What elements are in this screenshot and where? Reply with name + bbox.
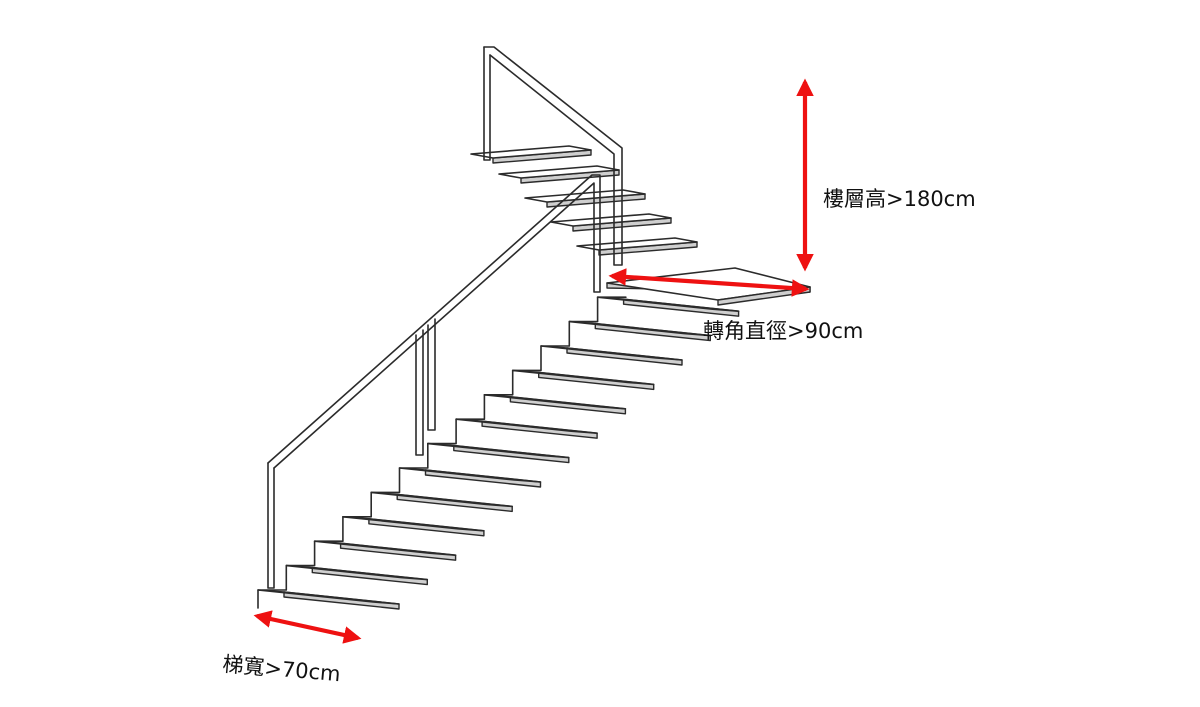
stair-tread: [511, 369, 655, 386]
stair-tread: [540, 345, 683, 361]
landing-diameter-label: 轉角直徑>90cm: [703, 319, 863, 343]
stair-tread: [596, 296, 740, 313]
landing-diameter-arrow: [608, 268, 810, 297]
stair-width-label: 梯寬>70cm: [222, 652, 342, 686]
stair-tread: [524, 189, 646, 203]
lower-flight: [257, 296, 740, 610]
stair-tread: [498, 165, 620, 179]
stair-tread: [313, 540, 457, 557]
stair-tread: [285, 564, 429, 581]
dimension-arrows: [253, 78, 814, 644]
stair-tread: [470, 145, 592, 159]
upper-flight: [470, 145, 698, 256]
stair-tread: [483, 393, 627, 410]
floor-height-label: 樓層高>180cm: [823, 187, 976, 211]
upper-handrail: [483, 46, 623, 266]
stair-stringer: [257, 296, 627, 609]
stair-tread: [398, 467, 542, 483]
stair-tread: [455, 418, 598, 435]
stair-width-arrow: [253, 610, 362, 644]
stair-tread: [550, 213, 672, 227]
stair-tread: [370, 491, 514, 508]
stair-tread: [426, 442, 570, 459]
stair-tread: [576, 237, 698, 251]
lower-handrail: [267, 174, 601, 589]
stair-tread: [257, 589, 400, 605]
stair-tread: [568, 320, 712, 337]
stair-tread: [342, 515, 485, 532]
